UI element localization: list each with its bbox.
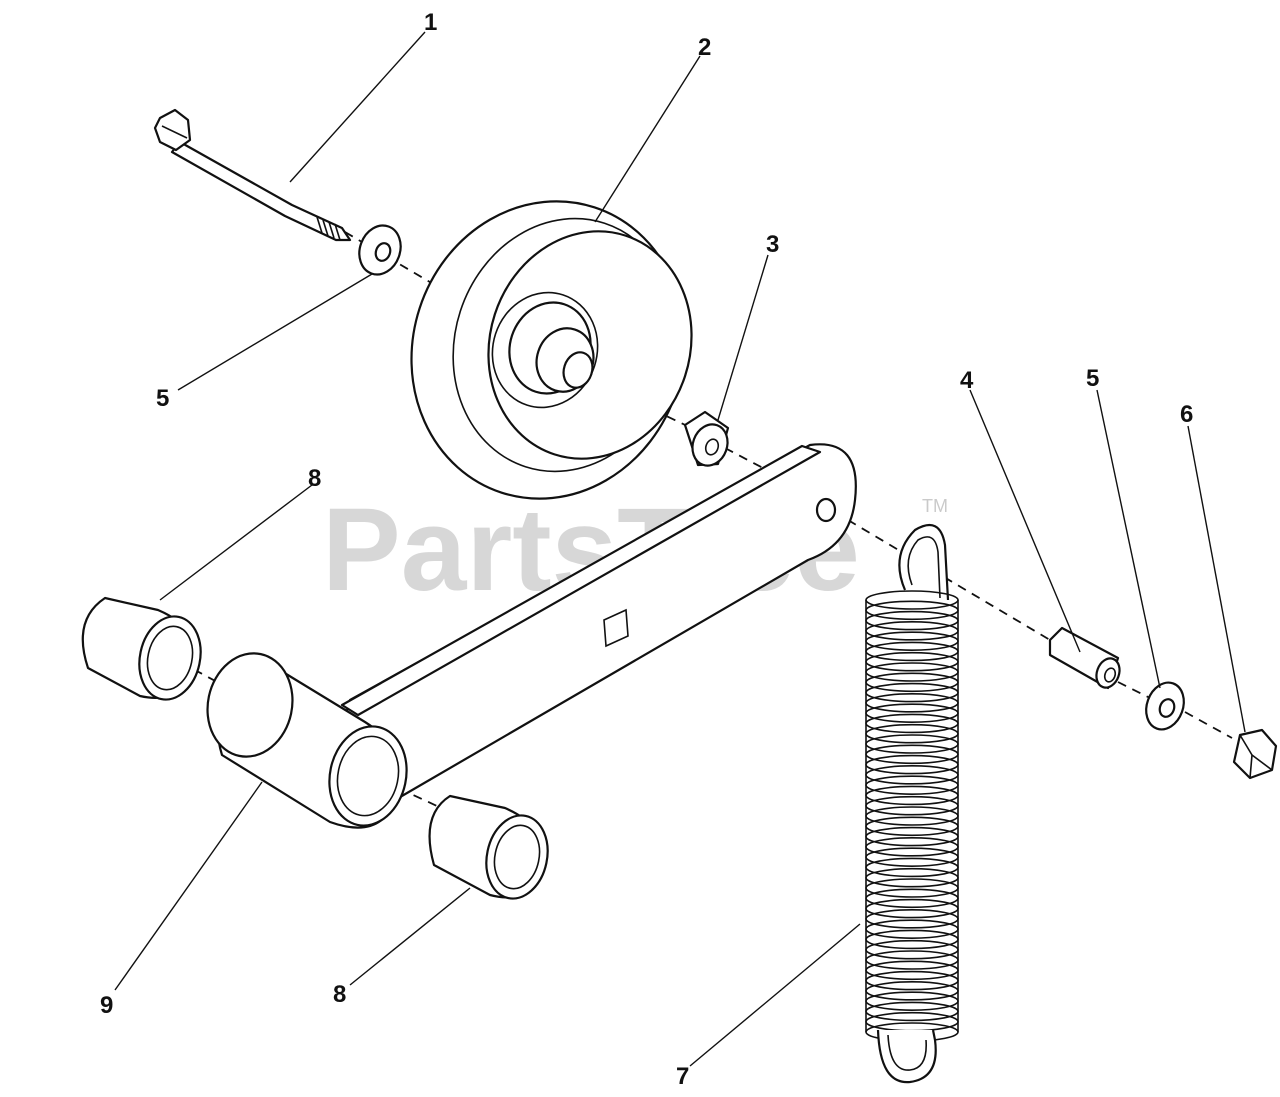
spring-coil [865, 600, 959, 621]
spring-coil [865, 785, 959, 806]
spring-coil [865, 950, 959, 970]
hex-nut[interactable] [1232, 728, 1278, 780]
callout-leader-lines [114, 31, 1246, 1067]
flat-washer-left[interactable] [353, 220, 408, 281]
callout-4: 4 [960, 367, 974, 394]
spring-coil [865, 795, 959, 816]
spring-coil [865, 682, 959, 703]
spring-coil [865, 981, 959, 1001]
spring-coil [865, 960, 959, 981]
spring-coil [865, 1001, 959, 1022]
spring-coil [865, 847, 959, 867]
spring-coil [865, 703, 959, 723]
spring-coil [865, 651, 959, 672]
callout-7: 7 [676, 1063, 689, 1090]
spring-coil [865, 806, 959, 826]
spring-coil [865, 939, 959, 960]
pulley-spacer[interactable] [683, 410, 733, 471]
callout-8-upper: 8 [308, 465, 321, 492]
spring-coil [865, 744, 959, 765]
spring-coil [865, 991, 959, 1011]
spring-coil [865, 929, 959, 950]
spring-coil [865, 662, 959, 682]
spring-coil [865, 867, 959, 888]
callout-3: 3 [766, 231, 779, 258]
idler-arm[interactable] [198, 443, 857, 833]
spring-coil [865, 631, 959, 651]
callout-9: 9 [100, 992, 113, 1019]
bushing-upper[interactable] [81, 596, 208, 705]
spring-coil [865, 909, 959, 929]
spring-coil [865, 754, 959, 775]
idler-pulley[interactable] [373, 166, 722, 535]
callout-6: 6 [1180, 401, 1193, 428]
spring-coil [865, 888, 959, 909]
callout-8-lower: 8 [333, 981, 346, 1008]
spring-outline [865, 600, 959, 1032]
spring-coil [865, 898, 959, 919]
watermark-trademark: TM [922, 496, 948, 516]
spring-coil [865, 775, 959, 795]
flat-washer-right[interactable] [1140, 677, 1190, 734]
spring-coil [865, 1011, 959, 1032]
spring-coil [865, 765, 959, 785]
spring-coil [865, 713, 959, 734]
callout-1: 1 [424, 9, 437, 36]
spring-coil [865, 672, 959, 693]
spring-coil [865, 878, 959, 898]
callout-5-left: 5 [156, 385, 169, 412]
spring-coil [865, 919, 959, 939]
spring-coil [865, 693, 959, 713]
callout-5-right: 5 [1086, 365, 1099, 392]
spring-coil [865, 816, 959, 837]
spring-coil [865, 621, 959, 641]
bushing-lower[interactable] [428, 794, 556, 904]
spring-coil [865, 857, 959, 878]
spring-coil [865, 610, 959, 631]
spring-coil [865, 641, 959, 662]
spring-coil [865, 837, 959, 857]
callout-2: 2 [698, 34, 711, 61]
spring-coil [865, 590, 959, 610]
spring-coil [865, 734, 959, 754]
callout-numbers: 1 2 3 4 5 5 6 7 8 8 9 [100, 9, 1193, 1090]
spring-coil [865, 970, 959, 991]
extension-spring[interactable] [865, 523, 959, 1084]
spring-coil [865, 826, 959, 847]
hex-bolt[interactable] [153, 108, 352, 242]
spacer-sleeve[interactable] [1048, 626, 1123, 691]
spring-coil [865, 723, 959, 744]
